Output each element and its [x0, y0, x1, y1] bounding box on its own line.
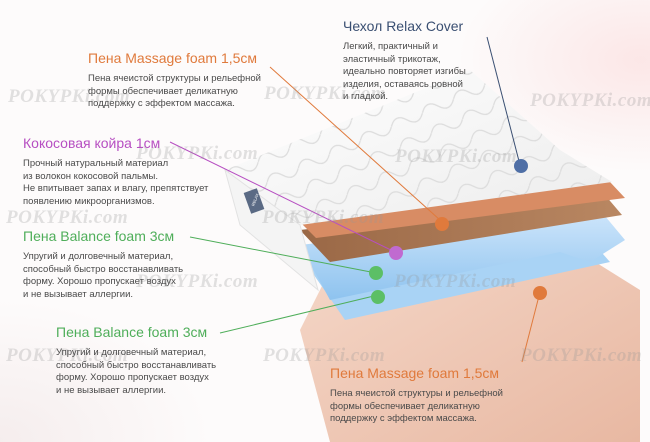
balance-2-title: Пена Balance foam 3см	[56, 324, 208, 340]
balance-1-callout: Пена Balance foam 3см Упругий и долговеч…	[23, 228, 203, 301]
top-massage-layer	[296, 182, 625, 238]
watermark: POKYPKi.com	[530, 90, 650, 111]
balance-2-leader	[219, 294, 379, 334]
cover-title: Чехол Relax Cover	[343, 18, 464, 34]
massage-top-title: Пена Massage foam 1,5см	[88, 50, 258, 66]
watermark: POKYPKi.com	[6, 345, 129, 366]
watermark: POKYPKi.com	[520, 345, 643, 366]
watermark: POKYPKi.com	[395, 146, 518, 167]
balance-1-desc: Упругий и долговечный материал, способны…	[23, 251, 184, 300]
watermark: POKYPKi.com	[262, 207, 385, 228]
balance-2-dot	[371, 290, 385, 304]
watermark: POKYPKi.com	[136, 271, 259, 292]
balance-2-callout: Пена Balance foam 3см Упругий и долговеч…	[56, 324, 236, 397]
massage-top-callout: Пена Massage foam 1,5см Пена ячеистой ст…	[88, 50, 288, 111]
watermark: POKYPKi.com	[263, 345, 386, 366]
watermark: POKYPKi.com	[394, 271, 517, 292]
watermark: POKYPKi.com	[8, 86, 131, 107]
massage-bottom-title: Пена Massage foam 1,5см	[330, 365, 500, 381]
watermark: POKYPKi.com	[6, 207, 129, 228]
massage-bottom-leader	[521, 291, 541, 363]
brand-tag: RELAX	[250, 192, 259, 206]
cover-desc: Легкий, практичный и эластичный трикотаж…	[343, 41, 466, 102]
balance-1-leader	[189, 236, 377, 274]
massage-top-dot	[435, 217, 449, 231]
cover-leader	[486, 36, 521, 166]
balance-2-desc: Упругий и долговечный материал, способны…	[56, 347, 217, 396]
massage-bottom-callout: Пена Massage foam 1,5см Пена ячеистой ст…	[330, 365, 530, 426]
balance-1-title: Пена Balance foam 3см	[23, 228, 175, 244]
coir-leader	[169, 141, 396, 253]
coir-dot	[389, 246, 403, 260]
massage-bottom-desc: Пена ячеистой структуры и рельефной форм…	[330, 388, 503, 424]
massage-top-leader	[269, 66, 441, 221]
cover-dot	[514, 159, 528, 173]
watermark: POKYPKi.com	[264, 83, 387, 104]
watermark: POKYPKi.com	[136, 143, 259, 164]
coir-desc: Прочный натуральный материал из волокон …	[23, 158, 209, 207]
massage-bottom-dot	[533, 286, 547, 300]
cover-callout: Чехол Relax Cover Легкий, практичный и э…	[343, 18, 523, 104]
coir-callout: Кокосовая койра 1см Прочный натуральный …	[23, 135, 243, 208]
balance-1-dot	[369, 266, 383, 280]
coir-title: Кокосовая койра 1см	[23, 135, 161, 151]
massage-top-desc: Пена ячеистой структуры и рельефной форм…	[88, 73, 261, 109]
